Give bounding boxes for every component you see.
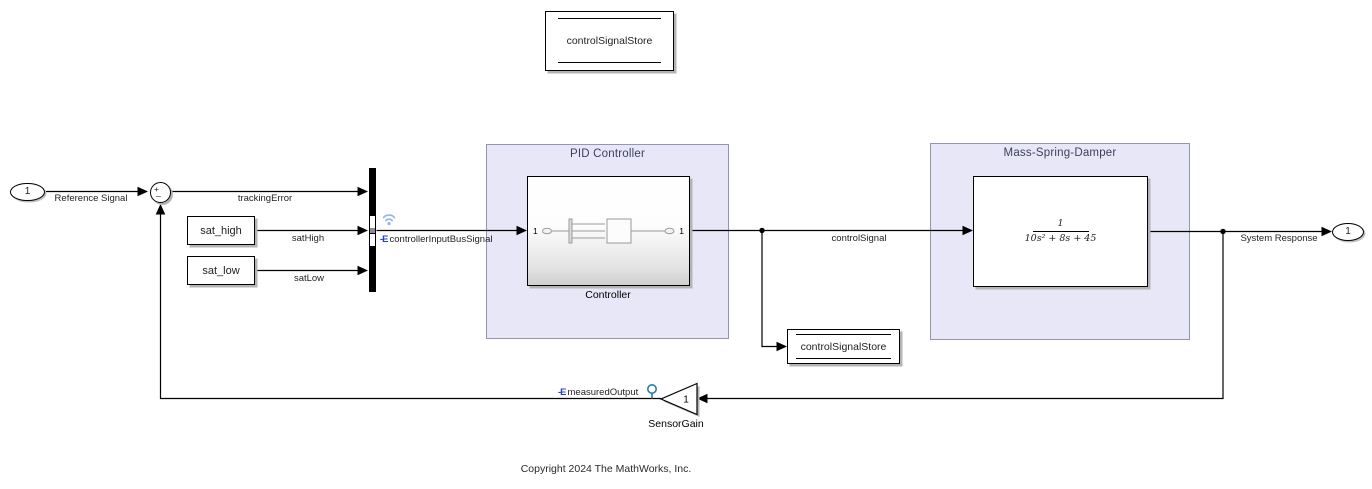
outport-label[interactable]: System Response	[1240, 233, 1318, 244]
data-store-bottom-line	[558, 62, 661, 63]
sat-low-block[interactable]: sat_low	[187, 256, 255, 285]
tf-numerator: 1	[1057, 218, 1064, 229]
outport-number: 1	[1345, 226, 1351, 237]
bus-output-notch-top	[369, 215, 375, 228]
branch-point-controlsignal[interactable]	[759, 227, 765, 234]
bus-output-notch-mid	[369, 228, 375, 233]
tf-fraction-bar	[1032, 230, 1089, 232]
sum-block[interactable]: + _	[149, 182, 171, 203]
area-msd-title: Mass-Spring-Damper	[1003, 147, 1117, 159]
signal-label-trackingerror[interactable]: trackingError	[237, 193, 293, 204]
area-pid-title: PID Controller	[569, 148, 646, 160]
sensor-gain-caption: SensorGain	[648, 418, 704, 430]
bus-element-icon: -E	[380, 233, 388, 245]
sensor-gain-triangle[interactable]	[659, 382, 698, 416]
data-store-write-label: controlSignalStore	[800, 340, 887, 353]
sensor-gain-block[interactable]: 1	[659, 382, 700, 418]
transfer-fcn-block[interactable]: 1 10s² + 8s + 45	[973, 176, 1148, 287]
controller-subsystem-block[interactable]: 1 1	[527, 176, 690, 286]
data-store-memory-block[interactable]: controlSignalStore	[545, 11, 674, 71]
signal-label-controlsignal[interactable]: controlSignal	[831, 233, 887, 244]
tf-denominator: 10s² + 8s + 45	[1024, 233, 1097, 244]
copyright-annotation: Copyright 2024 The MathWorks, Inc.	[520, 463, 692, 475]
controller-port-out: 1	[679, 226, 684, 236]
signal-logging-icon	[382, 214, 396, 226]
controller-port-in: 1	[533, 226, 538, 236]
bus-output-notch-bottom	[369, 233, 375, 246]
sat-high-label: sat_high	[200, 224, 242, 237]
branch-point-systemresponse[interactable]	[1220, 228, 1226, 235]
inport-block[interactable]: 1	[10, 182, 45, 201]
data-store-write-bottom-line	[796, 358, 891, 359]
data-store-write-block[interactable]: controlSignalStore	[787, 329, 900, 364]
wire-sensorgain-to-sum[interactable]	[155, 203, 662, 400]
signal-label-satlow[interactable]: satLow	[293, 273, 325, 284]
transfer-fcn-equation: 1 10s² + 8s + 45	[1024, 218, 1097, 245]
controller-caption: Controller	[585, 289, 631, 301]
outport-block[interactable]: 1	[1332, 222, 1364, 241]
sum-minus-sign: _	[156, 186, 161, 197]
inport-number: 1	[24, 186, 31, 198]
signal-label-controllerinput-text: controllerInputBusSignal	[389, 233, 493, 245]
bus-element-icon-2: -E	[558, 386, 566, 398]
data-store-memory-label: controlSignalStore	[566, 35, 653, 47]
data-store-write-top-line	[796, 334, 891, 335]
wire-feedback-to-sensorgain[interactable]	[696, 231, 1224, 404]
test-point-icon	[646, 383, 657, 399]
signal-label-sathigh[interactable]: satHigh	[291, 233, 325, 244]
signal-label-measuredoutput-text: measuredOutput	[567, 386, 639, 398]
bus-creator-block[interactable]	[368, 168, 376, 292]
inport-label[interactable]: Reference Signal	[54, 193, 128, 204]
controller-preview-icon	[542, 218, 675, 244]
sensor-gain-value: 1	[683, 395, 689, 406]
wire-branch-to-datastore-write[interactable]	[761, 230, 788, 352]
sum-plus-sign: +	[154, 184, 159, 194]
data-store-top-line	[558, 18, 661, 19]
sat-high-block[interactable]: sat_high	[187, 216, 255, 245]
sat-low-label: sat_low	[202, 264, 240, 277]
